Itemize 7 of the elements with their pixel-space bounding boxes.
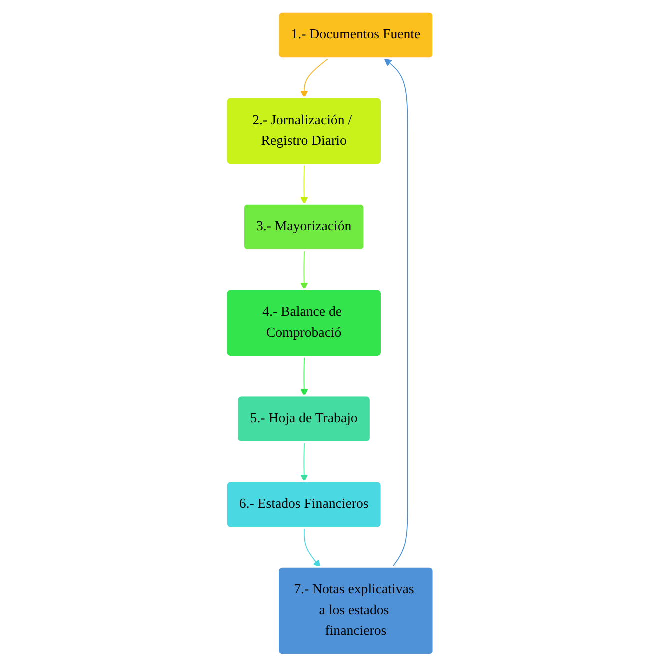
arrow bbox=[300, 58, 328, 98]
arrow bbox=[300, 164, 308, 205]
arrow bbox=[300, 442, 308, 482]
arrow bbox=[384, 58, 408, 568]
arrow bbox=[300, 356, 308, 397]
arrow bbox=[304, 528, 321, 568]
arrow bbox=[300, 250, 308, 290]
